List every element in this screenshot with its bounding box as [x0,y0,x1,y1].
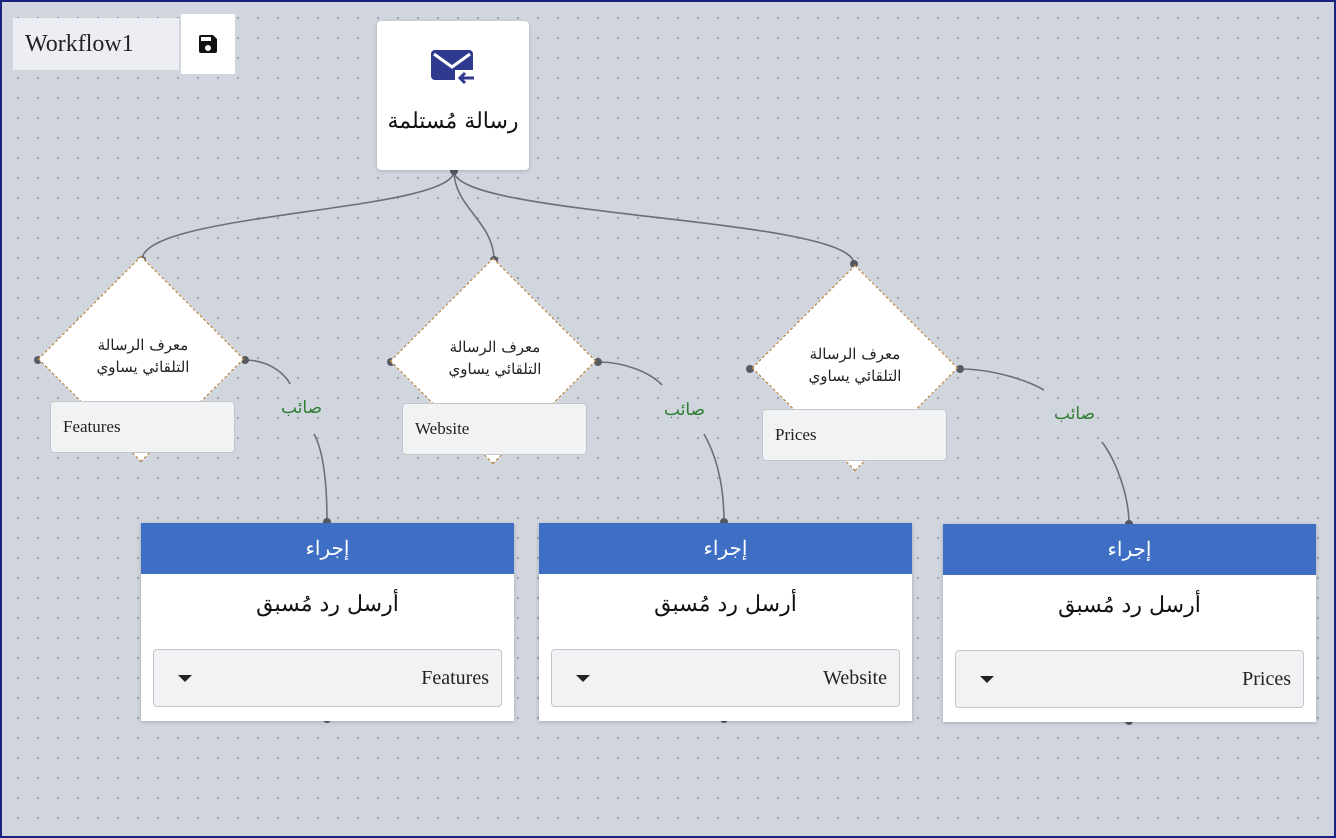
edge-trigger-cond3 [453,170,855,265]
condition-label-line2: التلقائي يساوي [808,367,902,385]
action-title: أرسل رد مُسبق [1058,593,1201,618]
action-header: إجراء [539,523,912,574]
chevron-down-icon [576,675,590,682]
action-node-1[interactable]: إجراء أرسل رد مُسبق Features [141,523,514,721]
action-title: أرسل رد مُسبق [654,592,797,617]
condition-label-line2: التلقائي يساوي [448,360,542,378]
edge-cond1-action1-b [313,433,328,523]
condition-label-line2: التلقائي يساوي [96,358,190,376]
canned-reply-select[interactable]: Prices [955,650,1304,708]
edge-cond1-action1 [244,359,291,385]
action-header: إجراء [943,524,1316,575]
edge-label-true-2: صائب [664,400,706,420]
canned-reply-select[interactable]: Website [551,649,900,707]
edge-trigger-cond1 [141,170,455,261]
edge-trigger-cond2 [453,170,495,261]
floppy-disk-icon [199,35,217,53]
edge-cond2-action2 [597,361,663,386]
chevron-down-icon [178,675,192,682]
save-button[interactable] [181,14,235,74]
condition-label-2: معرف الرسالة التلقائي يساوي [420,336,570,380]
action-node-2[interactable]: إجراء أرسل رد مُسبق Website [539,523,912,721]
edge-cond3-action3-b [1101,441,1130,525]
mail-receive-icon [431,50,476,86]
condition-value-input-1[interactable]: Features [50,401,235,453]
select-value: Website [823,667,887,689]
condition-value-input-3[interactable]: Prices [762,409,947,461]
edge-label-true-3: صائب [1054,404,1096,424]
condition-label-1: معرف الرسالة التلقائي يساوي [68,334,218,378]
select-value: Prices [1242,668,1291,690]
edge-cond2-action2-b [703,433,725,523]
chevron-down-icon [980,676,994,683]
select-value: Features [421,667,489,689]
canned-reply-select[interactable]: Features [153,649,502,707]
workflow-name-field[interactable]: Workflow1 [13,18,179,70]
condition-label-line1: معرف الرسالة [809,345,901,363]
trigger-label: رسالة مُستلمة [387,109,519,134]
trigger-node-message-received[interactable]: رسالة مُستلمة [377,21,529,170]
action-title: أرسل رد مُسبق [256,592,399,617]
action-node-3[interactable]: إجراء أرسل رد مُسبق Prices [943,524,1316,722]
condition-label-line1: معرف الرسالة [449,338,541,356]
condition-label-line1: معرف الرسالة [97,336,189,354]
condition-value-input-2[interactable]: Website [402,403,587,455]
edge-cond3-action3 [959,368,1045,391]
action-header: إجراء [141,523,514,574]
condition-label-3: معرف الرسالة التلقائي يساوي [780,343,930,387]
edge-label-true-1: صائب [281,398,323,418]
